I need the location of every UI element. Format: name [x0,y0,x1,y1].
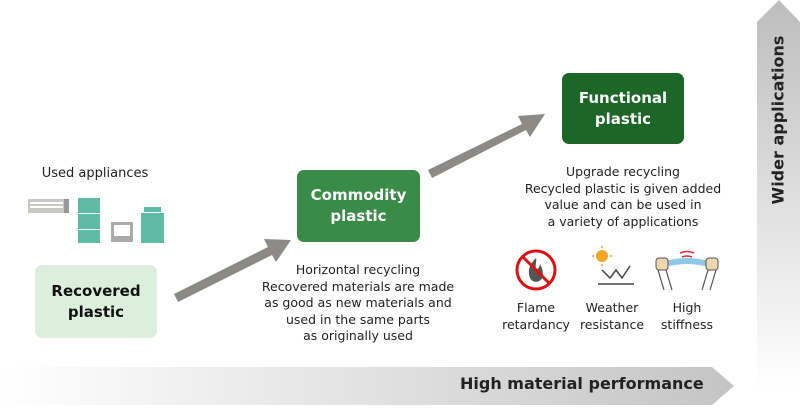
stage-label: plastic [594,109,652,128]
desc-line: Recovered materials are made [261,278,455,294]
desc-line: as originally used [303,328,413,343]
stage-label: plastic [330,207,387,225]
stage-label: Functional [578,88,668,107]
desc-line: used in the same parts [285,311,431,327]
stage-commodity-plastic: Commodity plastic [297,170,420,242]
commodity-description: Horizontal recycling Recovered materials… [240,262,476,345]
feature-label: resistance [579,316,645,332]
feature-label: Weather [585,300,639,315]
feature-label: Flame [516,300,556,315]
stage-label: Commodity [310,186,407,204]
y-axis-label: Wider applications [768,35,788,205]
feature-label: High [672,300,702,315]
feature-label: stiffness [660,316,714,332]
desc-line: as good as new materials and [264,295,452,310]
stage-functional-plastic: Functional plastic [562,73,684,144]
stage-recovered-plastic: Recovered plastic [35,265,157,338]
desc-line: a variety of applications [547,213,699,229]
feature-label: retardancy [502,316,570,332]
y-axis-arrow [757,0,800,390]
desc-line: Upgrade recycling [566,164,680,179]
x-axis-label: High material performance [460,374,704,393]
desc-line: Horizontal recycling [295,262,421,277]
flame-retardant-icon [515,249,557,291]
high-stiffness-icon [655,250,719,290]
desc-line: Recycled plastic is given added [524,180,722,196]
stage-label: Recovered [51,281,141,300]
x-axis-arrow [0,367,734,405]
stage-label: plastic [67,302,125,321]
desc-line: value and can be used in [544,197,702,212]
progress-arrow-2 [428,114,545,178]
appliances-label: Used appliances [41,166,149,181]
weather-resistance-icon [592,246,634,285]
appliances-icon [28,198,164,243]
functional-description: Upgrade recycling Recycled plastic is gi… [505,164,741,230]
progress-arrow-1 [174,239,291,302]
